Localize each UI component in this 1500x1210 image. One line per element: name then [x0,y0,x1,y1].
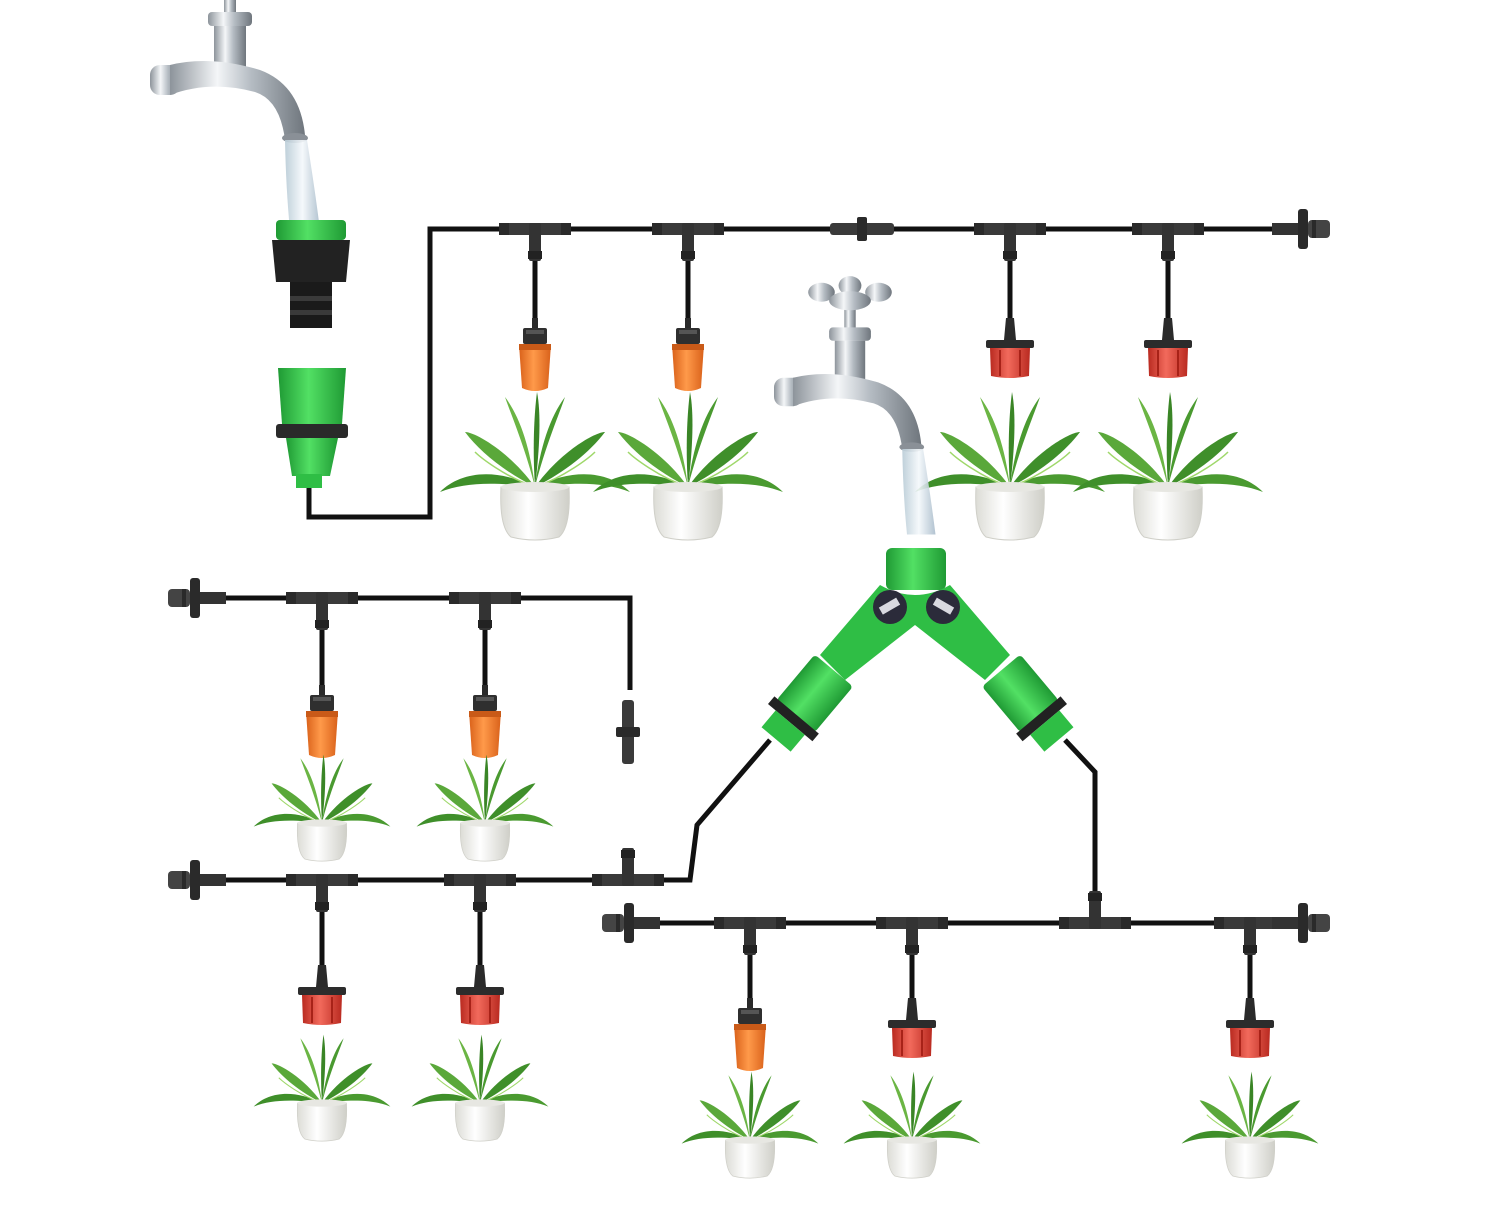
quick-connector [276,368,348,488]
tee-connector [286,874,358,912]
plants [253,391,1319,1179]
tee-connector [592,848,664,886]
potted-plant [681,1071,819,1179]
tee-connector [714,917,786,955]
fixed-dripper [1225,997,1275,1059]
faucet-top-left [150,0,320,230]
tee-connector [1059,891,1131,929]
tee-connector [974,223,1046,261]
end-plug [1272,209,1330,249]
fixed-dripper [985,317,1035,379]
fixed-dripper [455,964,505,1026]
potted-plant [1072,391,1264,541]
adjustable-dripper [306,685,338,758]
fittings [168,209,1330,955]
tee-connector [652,223,724,261]
tee-connector [876,917,948,955]
potted-plant [253,1034,391,1142]
main-tube-middle-left [200,595,633,690]
potted-plant [416,754,554,862]
end-plug [168,578,226,618]
tee-connector [444,874,516,912]
faucet-hose-adapter [272,220,350,328]
adjustable-dripper [469,685,501,758]
tee-connector [1132,223,1204,261]
end-plug [602,903,660,943]
end-plug [1272,903,1330,943]
fixed-dripper [887,997,937,1059]
y-splitter-valve [761,548,1074,752]
fixed-dripper [297,964,347,1026]
tee-connector [286,592,358,630]
potted-plant [592,391,784,541]
adjustable-dripper [672,318,704,391]
faucet-center [774,276,936,535]
potted-plant [1181,1071,1319,1179]
adjustable-dripper [519,318,551,391]
potted-plant [439,391,631,541]
potted-plant [843,1071,981,1179]
adjustable-dripper [734,998,766,1071]
potted-plant [253,754,391,862]
tubing [200,226,1300,998]
potted-plant [914,391,1106,541]
tee-connector [449,592,521,630]
potted-plant [411,1034,549,1142]
hardware [150,0,1074,752]
fixed-dripper [1143,317,1193,379]
tee-connector [499,223,571,261]
straight-coupler [616,700,640,764]
end-plug [168,860,226,900]
straight-coupler [830,217,894,241]
main-tube-right-feed [1063,738,1098,918]
